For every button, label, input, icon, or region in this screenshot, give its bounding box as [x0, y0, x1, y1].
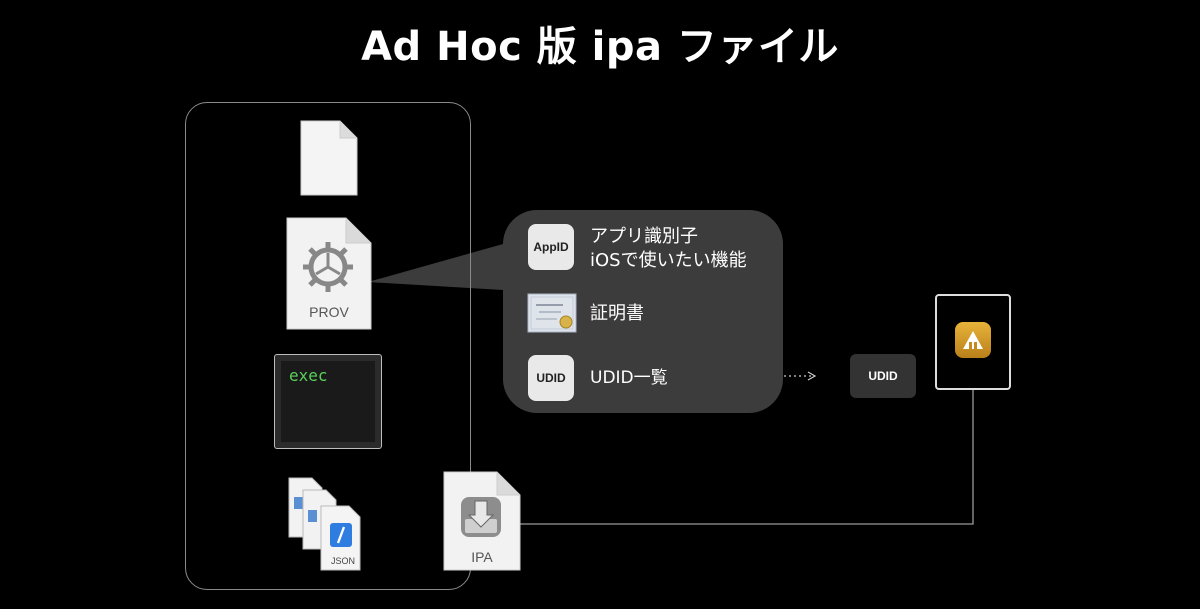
- blank-document-icon: [300, 120, 358, 196]
- certificate-text: 証明書: [590, 303, 644, 324]
- callout-wedge: [368, 244, 503, 290]
- appid-line1: アプリ識別子: [590, 226, 698, 247]
- provision-gear-icon: [286, 217, 372, 330]
- exec-label: exec: [289, 366, 328, 385]
- ipa-to-device-line: [520, 362, 974, 525]
- document-stack-icon: [288, 477, 361, 571]
- appid-icon: AppID: [528, 224, 574, 270]
- appid-line2: iOSで使いたい機能: [590, 250, 747, 271]
- ipa-label: IPA: [471, 549, 493, 565]
- device-icon: [935, 294, 1011, 390]
- udid-icon: UDID: [528, 355, 574, 401]
- certificate-icon: [527, 293, 577, 333]
- provision-label: PROV: [309, 304, 349, 320]
- page-title: Ad Hoc 版 ipa ファイル: [361, 24, 839, 70]
- device-udid-box: UDID: [850, 354, 916, 398]
- json-label: JSON: [330, 556, 355, 566]
- terminal-window-icon: exec: [274, 354, 382, 449]
- ipa-installer-icon: [443, 471, 521, 571]
- app-icon: [955, 322, 991, 358]
- ipa-bundle-frame: [185, 102, 471, 590]
- udid-list-text: UDID一覧: [590, 368, 668, 388]
